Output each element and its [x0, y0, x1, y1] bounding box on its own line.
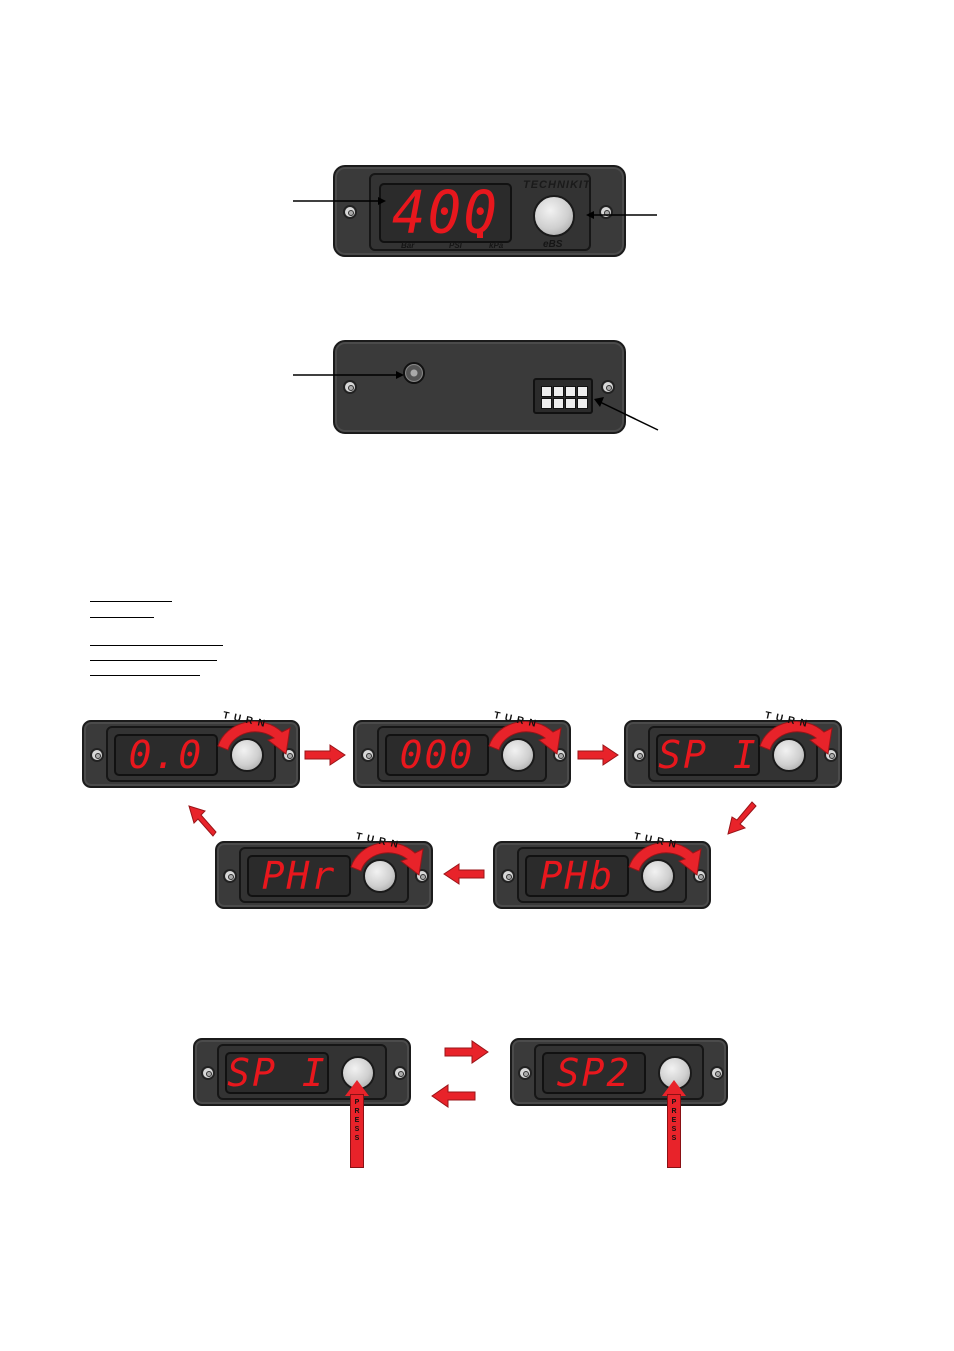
turn-bezel: 0.0	[106, 726, 276, 782]
flow-arrow-3-icon	[727, 801, 757, 835]
flow-arrow-4-icon	[443, 863, 485, 885]
brand-logo: TECHNIKIT	[523, 179, 591, 191]
turn-screen: 000	[385, 734, 489, 776]
turn-left-screw-icon	[223, 869, 237, 883]
turn-arrow-icon	[217, 720, 291, 755]
turn-display-value: PHb	[539, 855, 615, 897]
flow-arrow-2-icon	[577, 744, 619, 766]
turn-bezel: 000	[377, 726, 547, 782]
unit-label-kpa: kPa	[489, 241, 504, 250]
turn-display-value: SP I	[658, 734, 758, 776]
turn-left-screw-icon	[90, 748, 104, 762]
press-arrow-icon: PRESS	[662, 1080, 686, 1170]
press-right-screw-icon	[710, 1066, 724, 1080]
press-screen: SP I	[225, 1052, 329, 1094]
turn-screen: PHb	[525, 855, 629, 897]
press-left-screw-icon	[201, 1066, 215, 1080]
blank-line-3	[90, 645, 223, 646]
turn-knob[interactable]	[230, 738, 264, 772]
unit-label-bar: Bar	[401, 241, 415, 250]
decimal-point-icon	[477, 232, 483, 238]
press-unit-1: SP I	[193, 1038, 411, 1106]
press-arrow-icon: PRESS	[345, 1080, 369, 1170]
turn-knob[interactable]	[501, 738, 535, 772]
turn-display-value: PHr	[261, 855, 337, 897]
press-label: PRESS	[671, 1099, 677, 1142]
front-knob[interactable]	[533, 195, 575, 237]
press-bezel: SP I	[217, 1044, 387, 1100]
turn-knob[interactable]	[363, 859, 397, 893]
press-flow-arrows	[431, 1040, 489, 1108]
turn-display-value: 000	[399, 734, 475, 776]
blank-line-2	[90, 617, 154, 618]
wiring-connector-icon	[533, 378, 593, 414]
back-leader-lines	[293, 371, 659, 431]
press-flow-arrow-left-icon	[431, 1084, 476, 1108]
turn-left-screw-icon	[632, 748, 646, 762]
press-screen: SP2	[542, 1052, 646, 1094]
front-display-value: 400	[391, 183, 500, 243]
press-left-screw-icon	[518, 1066, 532, 1080]
front-display-screen: 400	[379, 183, 512, 243]
press-right-screw-icon	[393, 1066, 407, 1080]
turn-display-value: 0.0	[128, 734, 204, 776]
blank-line-5	[90, 675, 200, 676]
front-leader-lines	[293, 197, 657, 219]
press-display-value: SP I	[227, 1052, 327, 1094]
flow-arrow-1-icon	[304, 744, 346, 766]
blank-line-4	[90, 660, 217, 661]
blank-line-1	[90, 601, 172, 602]
turn-flow-arrows	[188, 744, 757, 885]
sensor-port-icon	[403, 362, 425, 384]
turn-screen: SP I	[656, 734, 760, 776]
turn-screen: 0.0	[114, 734, 218, 776]
turn-left-screw-icon	[501, 869, 515, 883]
press-label: PRESS	[354, 1099, 360, 1142]
back-left-screw-icon	[343, 380, 357, 394]
flow-arrow-5-icon	[188, 805, 217, 837]
back-panel-unit	[333, 340, 626, 434]
turn-left-screw-icon	[361, 748, 375, 762]
front-panel-unit: 400 TECHNIKIT Bar PSI kPa eBS	[333, 165, 626, 257]
unit-label-psi: PSI	[449, 241, 462, 250]
knob-brand-label: eBS	[543, 239, 563, 250]
turn-screen: PHr	[247, 855, 351, 897]
turn-arrow-icon	[488, 720, 562, 755]
turn-arrow-icon	[350, 841, 424, 876]
press-display-value: SP2	[556, 1052, 632, 1094]
press-flow-arrow-right-icon	[444, 1040, 489, 1064]
turn-arrow-icon	[759, 720, 833, 755]
front-bezel: 400 TECHNIKIT Bar PSI kPa eBS	[369, 173, 591, 251]
turn-bezel: PHb	[517, 847, 687, 903]
turn-knob[interactable]	[641, 859, 675, 893]
turn-bezel: SP I	[648, 726, 818, 782]
turn-bezel: PHr	[239, 847, 409, 903]
back-right-screw-icon	[601, 380, 615, 394]
turn-knob[interactable]	[772, 738, 806, 772]
left-screw-icon	[343, 205, 357, 219]
turn-unit-5: PHr	[215, 841, 433, 909]
turn-arrow-icon	[628, 841, 702, 876]
